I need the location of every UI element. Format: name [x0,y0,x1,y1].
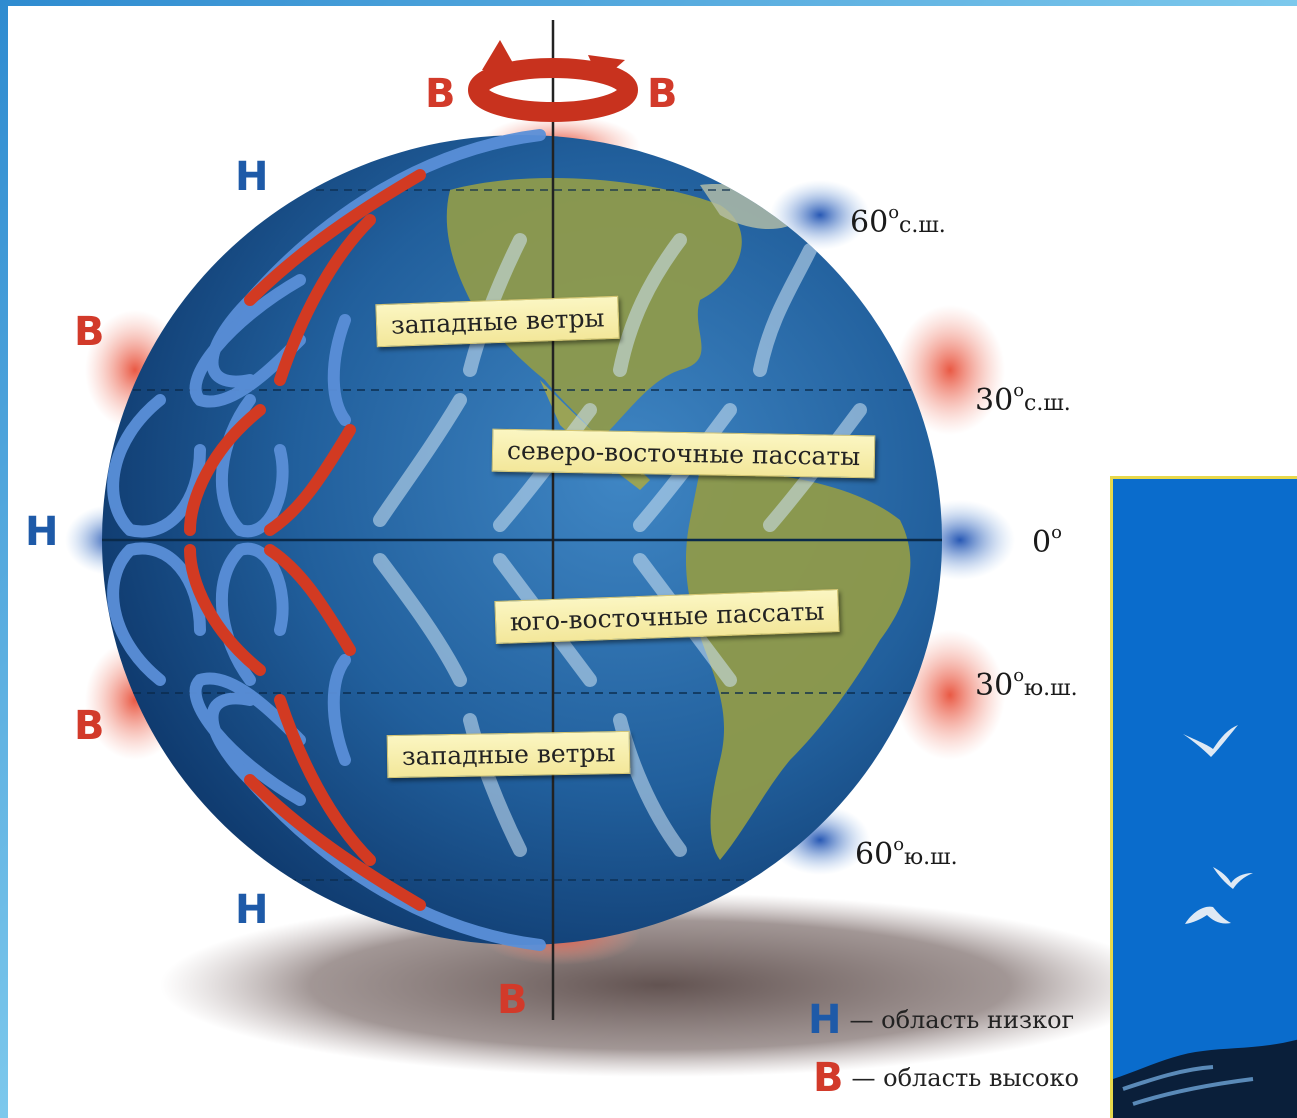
latitude-60s: 60oю.ш. [855,834,958,872]
bird-icon [1185,906,1231,924]
rotation-label-left: В [425,71,456,117]
latitude-60n: 60oс.ш. [850,202,946,240]
high-glow-s30-right [895,630,1005,760]
pressure-south-low: Н [235,887,269,933]
waves [1113,1039,1297,1118]
bird-icon [1213,867,1253,889]
legend-high-letter: В [813,1055,844,1101]
legend-high-text: — область высоко [851,1064,1079,1092]
globe-shadow [160,893,1160,1077]
legend-low-pressure: Н — область низког [808,1000,1074,1040]
latitude-equator: 0o [1032,522,1062,560]
legend-low-letter: Н [808,997,842,1043]
pressure-south-pole-high: В [497,977,528,1023]
pressure-north-low: Н [235,154,269,200]
bird-icon [1183,725,1238,757]
pressure-north-high: В [74,309,105,355]
latitude-30n: 30oс.ш. [975,380,1071,418]
pressure-south-high: В [74,703,105,749]
sky-birds [1113,725,1297,1118]
wind-label-ne-trades: северо-восточные пассаты [491,428,876,479]
latitude-30s: 30oю.ш. [975,665,1078,703]
pressure-equator-low: Н [25,509,59,555]
rotation-arrow-icon [468,40,638,122]
rotation-label-right: В [647,71,678,117]
south-america [685,470,911,860]
high-glow-n30-right [895,305,1005,435]
wind-label-south-westerlies: западные ветры [386,730,631,779]
sky-panel [1110,476,1297,1118]
legend-high-pressure: В — область высоко [813,1058,1079,1098]
wind-label-north-westerlies: западные ветры [375,295,621,348]
legend-low-text: — область низког [849,1006,1075,1034]
